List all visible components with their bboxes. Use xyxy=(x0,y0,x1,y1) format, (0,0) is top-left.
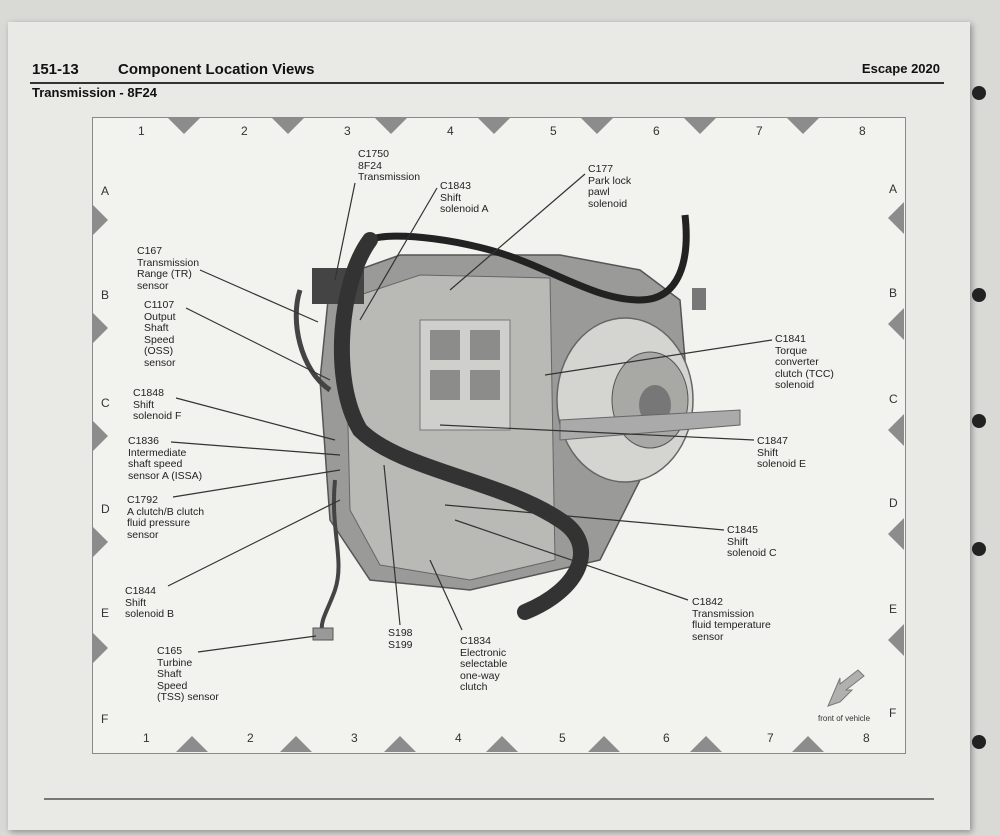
marker-right xyxy=(888,414,904,446)
binder-hole xyxy=(972,542,986,556)
callout-leaders xyxy=(167,173,773,653)
col-bottom-6: 6 xyxy=(663,731,670,745)
callout-s198-s199: S198 S199 xyxy=(388,627,413,651)
page-title: Component Location Views xyxy=(118,61,315,78)
col-top-3: 3 xyxy=(344,124,351,138)
col-top-8: 8 xyxy=(859,124,866,138)
page-subtitle: Transmission - 8F24 xyxy=(32,85,157,100)
callout-c1792: C1792 A clutch/B clutch fluid pressure s… xyxy=(127,494,205,541)
marker-bottom xyxy=(280,736,312,752)
marker-top xyxy=(581,118,613,134)
marker-right xyxy=(888,202,904,234)
marker-bottom xyxy=(588,736,620,752)
col-bottom-1: 1 xyxy=(143,731,150,745)
marker-bottom xyxy=(486,736,518,752)
row-left-d: D xyxy=(101,502,110,516)
row-right-f: F xyxy=(889,706,897,720)
row-right-c: C xyxy=(889,392,898,406)
section-number: 151-13 xyxy=(32,61,79,78)
marker-right xyxy=(888,308,904,340)
callout-c1834: C1834 Electronic selectable one-way clut… xyxy=(460,635,508,693)
marker-left xyxy=(92,420,108,452)
marker-bottom xyxy=(792,736,824,752)
row-left-c: C xyxy=(101,396,110,410)
col-bottom-7: 7 xyxy=(767,731,774,745)
marker-top xyxy=(684,118,716,134)
callout-c1843: C1843 Shift solenoid A xyxy=(440,180,489,215)
callout-c1836: C1836 Intermediate shaft speed sensor A … xyxy=(128,435,203,482)
callout-c167: C167 Transmission Range (TR) sensor xyxy=(137,245,200,292)
col-top-6: 6 xyxy=(653,124,660,138)
col-top-7: 7 xyxy=(756,124,763,138)
row-left-a: A xyxy=(101,184,110,198)
marker-top xyxy=(272,118,304,134)
marker-left xyxy=(92,526,108,558)
col-top-5: 5 xyxy=(550,124,557,138)
marker-right xyxy=(888,624,904,656)
callout-c1845: C1845 Shift solenoid C xyxy=(727,524,777,559)
vehicle-model: Escape 2020 xyxy=(861,61,940,76)
callout-c1841: C1841 Torque converter clutch (TCC) sole… xyxy=(775,333,834,391)
transmission-body xyxy=(293,214,741,641)
marker-top xyxy=(168,118,200,134)
col-bottom-2: 2 xyxy=(247,731,254,745)
callout-c165: C165 Turbine Shaft Speed (TSS) sensor xyxy=(157,645,219,703)
row-right-d: D xyxy=(889,496,898,510)
callout-c177: C177 Park lock pawl solenoid xyxy=(588,163,632,210)
marker-left xyxy=(92,312,108,344)
binder-hole xyxy=(972,735,986,749)
front-of-vehicle-label: front of vehicle xyxy=(818,714,871,723)
callout-c1848: C1848 Shift solenoid F xyxy=(133,387,182,422)
binder-hole xyxy=(972,414,986,428)
col-top-2: 2 xyxy=(241,124,248,138)
marker-bottom xyxy=(176,736,208,752)
row-right-e: E xyxy=(889,602,898,616)
callout-c1107: C1107 Output Shaft Speed (OSS) sensor xyxy=(144,299,176,369)
callout-c1847: C1847 Shift solenoid E xyxy=(757,435,807,470)
binder-hole xyxy=(972,288,986,302)
col-top-1: 1 xyxy=(138,124,145,138)
callout-c1842: C1842 Transmission fluid temperature sen… xyxy=(692,596,771,643)
row-left-e: E xyxy=(101,606,110,620)
marker-left xyxy=(92,204,108,236)
manual-page: 151-13 Component Location Views Escape 2… xyxy=(8,22,970,830)
marker-right xyxy=(888,518,904,550)
marker-top xyxy=(787,118,819,134)
col-bottom-5: 5 xyxy=(559,731,566,745)
header-rule xyxy=(30,82,944,84)
col-bottom-8: 8 xyxy=(863,731,870,745)
callout-c1844: C1844 Shift solenoid B xyxy=(125,585,175,620)
row-left-b: B xyxy=(101,288,110,302)
callout-c1750: C1750 8F24 Transmission xyxy=(358,148,421,183)
footer-rule xyxy=(44,798,934,800)
grid-markers xyxy=(92,118,904,752)
marker-bottom xyxy=(690,736,722,752)
row-left-f: F xyxy=(101,712,109,726)
front-of-vehicle-arrow-icon xyxy=(827,669,865,707)
row-right-b: B xyxy=(889,286,898,300)
col-bottom-3: 3 xyxy=(351,731,358,745)
col-bottom-4: 4 xyxy=(455,731,462,745)
binder-hole xyxy=(972,86,986,100)
row-right-a: A xyxy=(889,182,898,196)
col-top-4: 4 xyxy=(447,124,454,138)
marker-top xyxy=(375,118,407,134)
marker-left xyxy=(92,632,108,664)
marker-bottom xyxy=(384,736,416,752)
marker-top xyxy=(478,118,510,134)
